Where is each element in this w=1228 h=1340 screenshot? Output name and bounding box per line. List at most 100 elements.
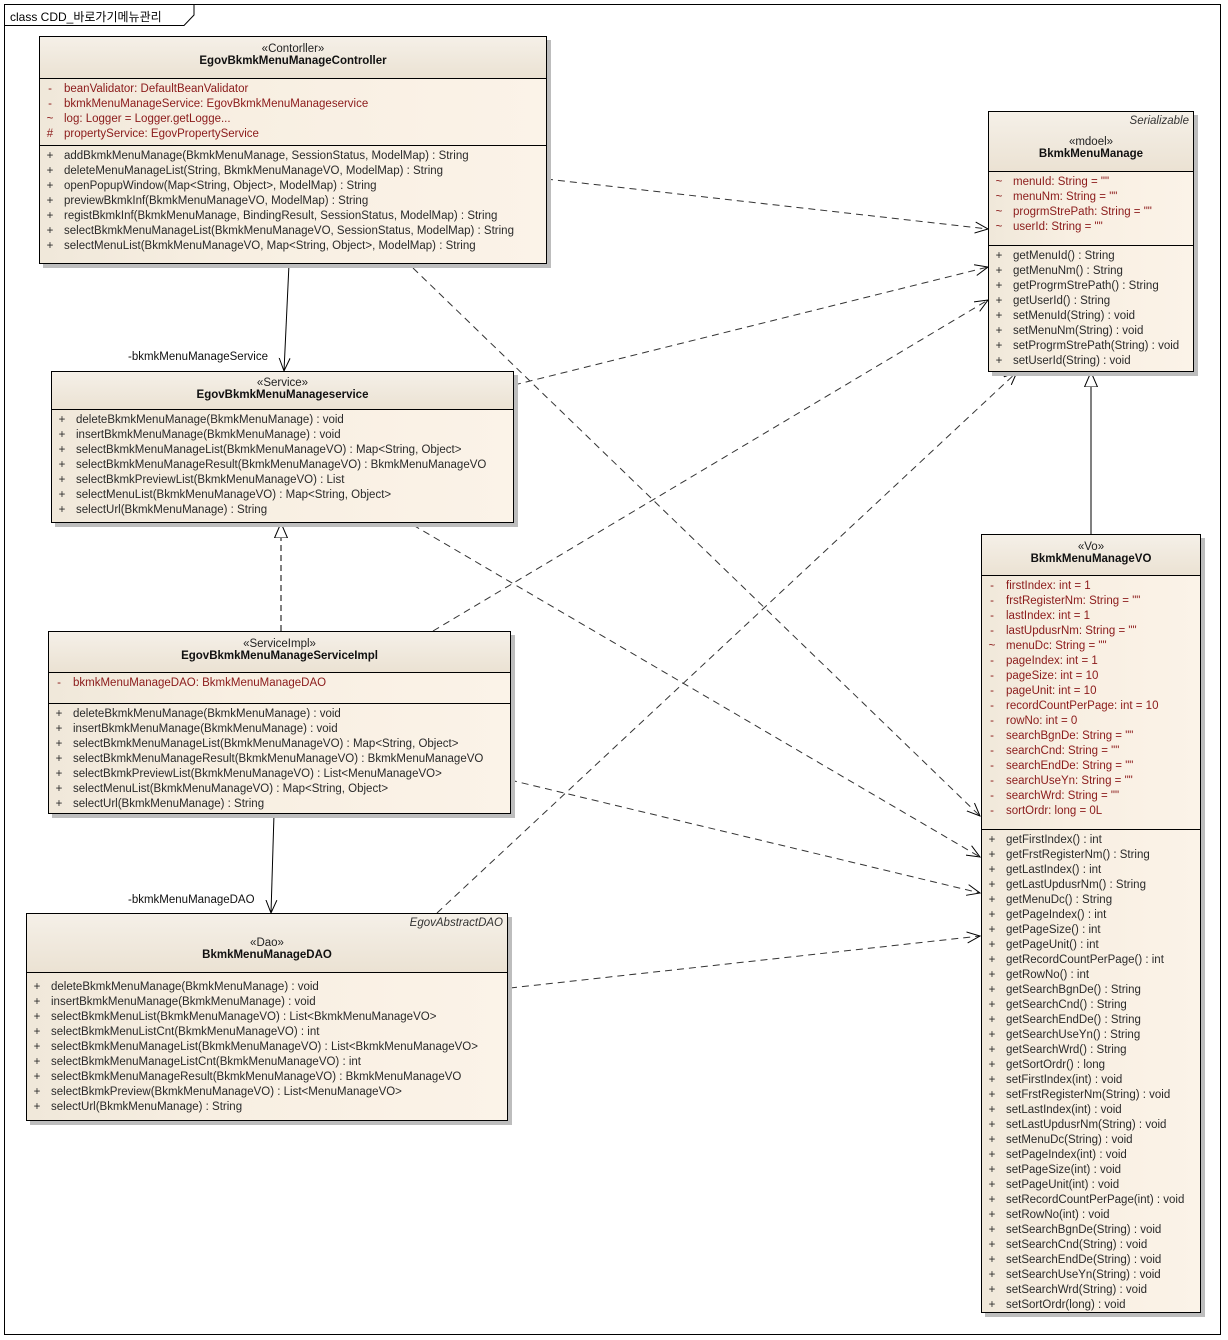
operation-row[interactable]: +getProgrmStrePath() : String [989,279,1193,294]
operation-row[interactable]: +setPageSize(int) : void [982,1163,1200,1178]
operation-row[interactable]: +openPopupWindow(Map<String, Object>, Mo… [40,179,546,194]
operation-row[interactable]: +selectBkmkMenuManageListCnt(BkmkMenuMan… [27,1055,507,1070]
operation-row[interactable]: +setMenuNm(String) : void [989,324,1193,339]
operation-row[interactable]: +getFrstRegisterNm() : String [982,848,1200,863]
operation-row[interactable]: +selectBkmkMenuListCnt(BkmkMenuManageVO)… [27,1025,507,1040]
attribute-row[interactable]: -lastIndex: int = 1 [982,609,1200,624]
operation-row[interactable]: +getLastUpdusrNm() : String [982,878,1200,893]
attribute-row[interactable]: -rowNo: int = 0 [982,714,1200,729]
operation-row[interactable]: +setUserId(String) : void [989,354,1193,369]
operation-row[interactable]: +previewBkmkInf(BkmkMenuManageVO, ModelM… [40,194,546,209]
attribute-row[interactable]: #propertyService: EgovPropertyService [40,127,546,142]
attribute-row[interactable]: -bkmkMenuManageDAO: BkmkMenuManageDAO [49,676,510,691]
attribute-row[interactable]: -lastUpdusrNm: String = "" [982,624,1200,639]
attribute-row[interactable]: -searchCnd: String = "" [982,744,1200,759]
operation-row[interactable]: +setLastUpdusrNm(String) : void [982,1118,1200,1133]
attribute-row[interactable]: ~menuDc: String = "" [982,639,1200,654]
operation-row[interactable]: +getPageIndex() : int [982,908,1200,923]
operation-row[interactable]: +getSearchEndDe() : String [982,1013,1200,1028]
operation-row[interactable]: +setSearchWrd(String) : void [982,1283,1200,1298]
attribute-row[interactable]: ~progrmStrePath: String = "" [989,205,1193,220]
operation-row[interactable]: +getSearchBgnDe() : String [982,983,1200,998]
attribute-row[interactable]: ~userId: String = "" [989,220,1193,235]
operation-row[interactable]: +insertBkmkMenuManage(BkmkMenuManage) : … [27,995,507,1010]
operation-row[interactable]: +setFirstIndex(int) : void [982,1073,1200,1088]
operation-row[interactable]: +setProgrmStrePath(String) : void [989,339,1193,354]
operation-row[interactable]: +getSearchCnd() : String [982,998,1200,1013]
operation-row[interactable]: +selectBkmkMenuManageList(BkmkMenuManage… [27,1040,507,1055]
attribute-row[interactable]: -recordCountPerPage: int = 10 [982,699,1200,714]
operation-row[interactable]: +selectBkmkMenuManageList(BkmkMenuManage… [40,224,546,239]
attribute-row[interactable]: -searchWrd: String = "" [982,789,1200,804]
operation-row[interactable]: +setPageUnit(int) : void [982,1178,1200,1193]
attribute-row[interactable]: ~menuNm: String = "" [989,190,1193,205]
operation-row[interactable]: +setFrstRegisterNm(String) : void [982,1088,1200,1103]
operation-row[interactable]: +setSearchCnd(String) : void [982,1238,1200,1253]
operation-row[interactable]: +getUserId() : String [989,294,1193,309]
operation-row[interactable]: +getFirstIndex() : int [982,833,1200,848]
operation-row[interactable]: +setSearchUseYn(String) : void [982,1268,1200,1283]
operation-row[interactable]: +deleteMenuManageList(String, BkmkMenuMa… [40,164,546,179]
operation-row[interactable]: +registBkmkInf(BkmkMenuManage, BindingRe… [40,209,546,224]
operation-row[interactable]: +getSearchUseYn() : String [982,1028,1200,1043]
attribute-row[interactable]: -searchBgnDe: String = "" [982,729,1200,744]
operation-row[interactable]: +selectBkmkPreviewList(BkmkMenuManageVO)… [49,767,510,782]
operation-row[interactable]: +setSortOrdr(long) : void [982,1298,1200,1313]
operation-row[interactable]: +getMenuNm() : String [989,264,1193,279]
operation-row[interactable]: +selectBkmkPreview(BkmkMenuManageVO) : L… [27,1085,507,1100]
operation-row[interactable]: +selectMenuList(BkmkMenuManageVO) : Map<… [49,782,510,797]
operation-row[interactable]: +setPageIndex(int) : void [982,1148,1200,1163]
operation-row[interactable]: +selectBkmkMenuList(BkmkMenuManageVO) : … [27,1010,507,1025]
operation-row[interactable]: +selectBkmkMenuManageResult(BkmkMenuMana… [52,458,513,473]
operation-row[interactable]: +setMenuDc(String) : void [982,1133,1200,1148]
operation-row[interactable]: +insertBkmkMenuManage(BkmkMenuManage) : … [52,428,513,443]
operation-row[interactable]: +deleteBkmkMenuManage(BkmkMenuManage) : … [52,413,513,428]
operation-row[interactable]: +deleteBkmkMenuManage(BkmkMenuManage) : … [27,980,507,995]
operation-row[interactable]: +selectBkmkMenuManageResult(BkmkMenuMana… [49,752,510,767]
operation-row[interactable]: +selectBkmkPreviewList(BkmkMenuManageVO)… [52,473,513,488]
attribute-row[interactable]: -searchEndDe: String = "" [982,759,1200,774]
attribute-row[interactable]: -pageIndex: int = 1 [982,654,1200,669]
class-model[interactable]: Serializable «mdoel» BkmkMenuManage ~men… [988,111,1194,372]
operation-row[interactable]: +setRecordCountPerPage(int) : void [982,1193,1200,1208]
operation-row[interactable]: +addBkmkMenuManage(BkmkMenuManage, Sessi… [40,149,546,164]
attribute-row[interactable]: ~log: Logger = Logger.getLogge... [40,112,546,127]
operation-row[interactable]: +getLastIndex() : int [982,863,1200,878]
attribute-row[interactable]: -searchUseYn: String = "" [982,774,1200,789]
class-controller[interactable]: «Contorller» EgovBkmkMenuManageControlle… [39,36,547,264]
operation-row[interactable]: +getPageSize() : int [982,923,1200,938]
operation-row[interactable]: +setSearchEndDe(String) : void [982,1253,1200,1268]
operation-row[interactable]: +getMenuId() : String [989,249,1193,264]
attribute-row[interactable]: -beanValidator: DefaultBeanValidator [40,82,546,97]
operation-row[interactable]: +insertBkmkMenuManage(BkmkMenuManage) : … [49,722,510,737]
operation-row[interactable]: +getRecordCountPerPage() : int [982,953,1200,968]
operation-row[interactable]: +getSortOrdr() : long [982,1058,1200,1073]
operation-row[interactable]: +getRowNo() : int [982,968,1200,983]
class-vo[interactable]: «Vo» BkmkMenuManageVO -firstIndex: int =… [981,534,1201,1313]
operation-row[interactable]: +selectBkmkMenuManageList(BkmkMenuManage… [52,443,513,458]
attribute-row[interactable]: -frstRegisterNm: String = "" [982,594,1200,609]
operation-row[interactable]: +selectBkmkMenuManageList(BkmkMenuManage… [49,737,510,752]
operation-row[interactable]: +getPageUnit() : int [982,938,1200,953]
attribute-row[interactable]: -sortOrdr: long = 0L [982,804,1200,819]
class-service[interactable]: «Service» EgovBkmkMenuManageservice +del… [51,371,514,523]
attribute-row[interactable]: -pageUnit: int = 10 [982,684,1200,699]
attribute-row[interactable]: -bkmkMenuManageService: EgovBkmkMenuMana… [40,97,546,112]
attribute-row[interactable]: -pageSize: int = 10 [982,669,1200,684]
operation-row[interactable]: +setMenuId(String) : void [989,309,1193,324]
operation-row[interactable]: +selectUrl(BkmkMenuManage) : String [49,797,510,812]
operation-row[interactable]: +getSearchWrd() : String [982,1043,1200,1058]
operation-row[interactable]: +selectUrl(BkmkMenuManage) : String [27,1100,507,1115]
operation-row[interactable]: +setRowNo(int) : void [982,1208,1200,1223]
class-service-impl[interactable]: «ServiceImpl» EgovBkmkMenuManageServiceI… [48,631,511,814]
attribute-row[interactable]: -firstIndex: int = 1 [982,579,1200,594]
attribute-row[interactable]: ~menuId: String = "" [989,175,1193,190]
operation-row[interactable]: +selectMenuList(BkmkMenuManageVO) : Map<… [52,488,513,503]
operation-row[interactable]: +selectUrl(BkmkMenuManage) : String [52,503,513,518]
operation-row[interactable]: +selectMenuList(BkmkMenuManageVO, Map<St… [40,239,546,254]
operation-row[interactable]: +setLastIndex(int) : void [982,1103,1200,1118]
class-dao[interactable]: EgovAbstractDAO «Dao» BkmkMenuManageDAO … [26,913,508,1121]
operation-row[interactable]: +deleteBkmkMenuManage(BkmkMenuManage) : … [49,707,510,722]
operation-row[interactable]: +setSearchBgnDe(String) : void [982,1223,1200,1238]
operation-row[interactable]: +getMenuDc() : String [982,893,1200,908]
